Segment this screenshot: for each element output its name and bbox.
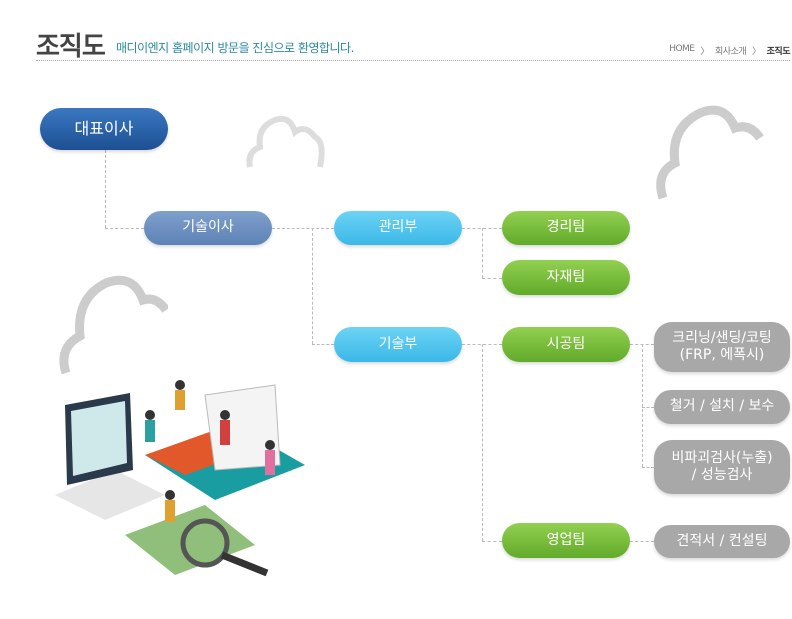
node-ceo: 대표이사 bbox=[40, 108, 168, 150]
connector-line bbox=[642, 407, 654, 408]
task-cleaning-coating: 크리닝/샌딩/코팅 (FRP, 에폭시) bbox=[654, 322, 790, 372]
cloud-icon bbox=[656, 105, 764, 200]
node-management-dept: 관리부 bbox=[334, 211, 462, 245]
connector-line bbox=[482, 278, 502, 279]
connector-line bbox=[105, 150, 106, 228]
node-sales-team: 영업팀 bbox=[502, 523, 630, 558]
breadcrumb: HOME 〉 회사소개 〉 조직도 bbox=[669, 44, 790, 57]
team-illustration bbox=[55, 380, 305, 577]
breadcrumb-separator: 〉 bbox=[752, 47, 761, 57]
node-technical-director: 기술이사 bbox=[144, 211, 272, 245]
task-inspection: 비파괴검사(누출) / 성능검사 bbox=[654, 440, 790, 494]
connector-line bbox=[482, 344, 483, 541]
breadcrumb-company[interactable]: 회사소개 bbox=[715, 47, 747, 57]
connector-line bbox=[642, 467, 654, 468]
header-divider bbox=[36, 60, 790, 61]
node-construction-team: 시공팀 bbox=[502, 327, 630, 362]
cloud-icon bbox=[246, 115, 325, 168]
task-estimate-consulting: 견적서 / 컨설팅 bbox=[654, 525, 790, 558]
connector-line bbox=[105, 228, 144, 229]
breadcrumb-separator: 〉 bbox=[700, 47, 710, 57]
node-materials-team: 자재팀 bbox=[502, 260, 630, 295]
breadcrumb-home[interactable]: HOME bbox=[669, 44, 695, 54]
node-technical-dept: 기술부 bbox=[334, 327, 462, 362]
node-accounting-team: 경리팀 bbox=[502, 211, 630, 245]
connector-line bbox=[312, 344, 334, 345]
connector-line bbox=[272, 228, 334, 229]
connector-line bbox=[642, 344, 643, 467]
page-title: 조직도 bbox=[36, 32, 106, 62]
breadcrumb-current: 조직도 bbox=[766, 47, 791, 57]
page-subtitle: 매디이엔지 홈페이지 방문을 진심으로 환영합니다. bbox=[116, 41, 354, 55]
connector-line bbox=[312, 228, 313, 344]
connector-line bbox=[482, 541, 502, 542]
connector-line bbox=[630, 541, 654, 542]
task-install-repair: 철거 / 설치 / 보수 bbox=[654, 390, 790, 424]
cloud-icon bbox=[59, 275, 168, 375]
connector-line bbox=[482, 228, 483, 278]
